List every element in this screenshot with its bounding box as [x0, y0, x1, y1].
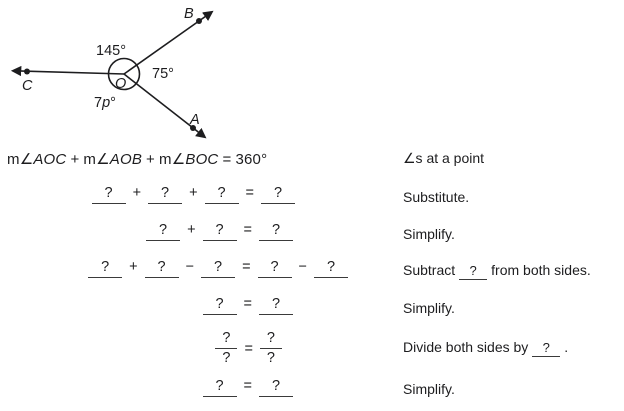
reason-substitute: Substitute.: [403, 189, 470, 205]
equation-step-7: ? = ?: [202, 378, 293, 397]
equals-sign: =: [222, 151, 232, 168]
plus-sign: +: [189, 185, 198, 201]
angle-aoc-measure: 7p°: [94, 95, 116, 111]
point-c-label: C: [22, 78, 33, 94]
reason-subtract-before: Subtract: [403, 262, 456, 278]
reason-answer-blank: ?: [459, 263, 488, 281]
angle-aob-measure: 75°: [152, 66, 174, 82]
minus-sign: −: [298, 259, 307, 275]
angle-aob-term: AOB: [109, 151, 143, 168]
equals-sign: =: [245, 185, 254, 201]
answer-blank: ?: [146, 222, 181, 241]
plus-sign: +: [146, 151, 156, 168]
equation-step-4: ? + ? − ? = ? − ?: [88, 259, 348, 278]
ray-oa: [123, 73, 207, 139]
answer-blank: ?: [91, 185, 126, 204]
equation-step-5: ? = ?: [202, 296, 293, 315]
measure-prefix: m∠: [83, 151, 110, 168]
answer-blank: ?: [202, 296, 237, 315]
plus-sign: +: [187, 222, 196, 238]
equation-step-6: ? ? = ? ?: [215, 330, 282, 367]
equals-sign: =: [243, 222, 252, 238]
minus-sign: −: [185, 259, 195, 275]
answer-blank: ?: [261, 185, 295, 204]
angle-boc-term: BOC: [185, 151, 219, 168]
reason-divide-after: .: [564, 339, 569, 355]
total-value: 360°: [235, 151, 268, 168]
reason-simplify-2: Simplify.: [403, 300, 455, 316]
ray-ob: [123, 10, 214, 75]
angle-boc-measure: 145°: [96, 43, 126, 59]
plus-sign: +: [132, 185, 142, 201]
fraction-left: ? ?: [215, 330, 238, 367]
reason-simplify-3: Simplify.: [403, 381, 455, 397]
plus-sign: +: [129, 259, 138, 275]
numerator-blank: ?: [215, 330, 238, 350]
point-a-label: A: [189, 112, 200, 128]
answer-blank: ?: [314, 259, 348, 278]
reason-divide: Divide both sides by?.: [403, 339, 569, 358]
answer-blank: ?: [259, 222, 293, 241]
answer-blank: ?: [144, 259, 179, 278]
reason-angles-at-point: ∠s at a point: [403, 150, 485, 166]
answer-blank: ?: [201, 259, 236, 278]
equals-sign: =: [243, 378, 252, 394]
answer-blank: ?: [257, 259, 292, 278]
point-b-dot: [196, 18, 202, 24]
ray-oc: [10, 65, 125, 77]
point-a-dot: [190, 125, 196, 131]
equation-statement: m∠AOC+m∠AOB+m∠BOC=360°: [7, 150, 267, 168]
equation-step-2: ? + ? + ? = ?: [91, 185, 295, 204]
reason-divide-before: Divide both sides by: [403, 339, 529, 355]
answer-blank: ?: [202, 378, 237, 397]
reason-subtract: Subtract?from both sides.: [403, 262, 591, 281]
equals-sign: =: [242, 259, 251, 275]
angle-aoc-term: AOC: [33, 151, 67, 168]
answer-blank: ?: [259, 378, 293, 397]
measure-prefix: m∠: [7, 151, 34, 168]
fraction-right: ? ?: [259, 330, 282, 367]
point-b-label: B: [184, 6, 194, 22]
denominator-blank: ?: [222, 350, 231, 367]
answer-blank: ?: [88, 259, 123, 278]
equals-sign: =: [243, 296, 252, 312]
reason-simplify-1: Simplify.: [403, 226, 455, 242]
reason-subtract-after: from both sides.: [491, 262, 591, 278]
answer-blank: ?: [204, 185, 239, 204]
numerator-blank: ?: [259, 330, 282, 350]
denominator-blank: ?: [266, 350, 275, 367]
measure-prefix: m∠: [159, 151, 186, 168]
answer-blank: ?: [148, 185, 183, 204]
point-o-label: O: [115, 76, 126, 92]
angles-at-point-diagram: B A C O 145° 75° 7p°: [10, 6, 214, 139]
reason-answer-blank: ?: [532, 340, 561, 358]
answer-blank: ?: [259, 296, 293, 315]
plus-sign: +: [70, 151, 80, 168]
answer-blank: ?: [202, 222, 237, 241]
equals-sign: =: [244, 340, 253, 357]
equation-step-3: ? + ? = ?: [146, 222, 293, 241]
point-c-dot: [24, 68, 30, 75]
